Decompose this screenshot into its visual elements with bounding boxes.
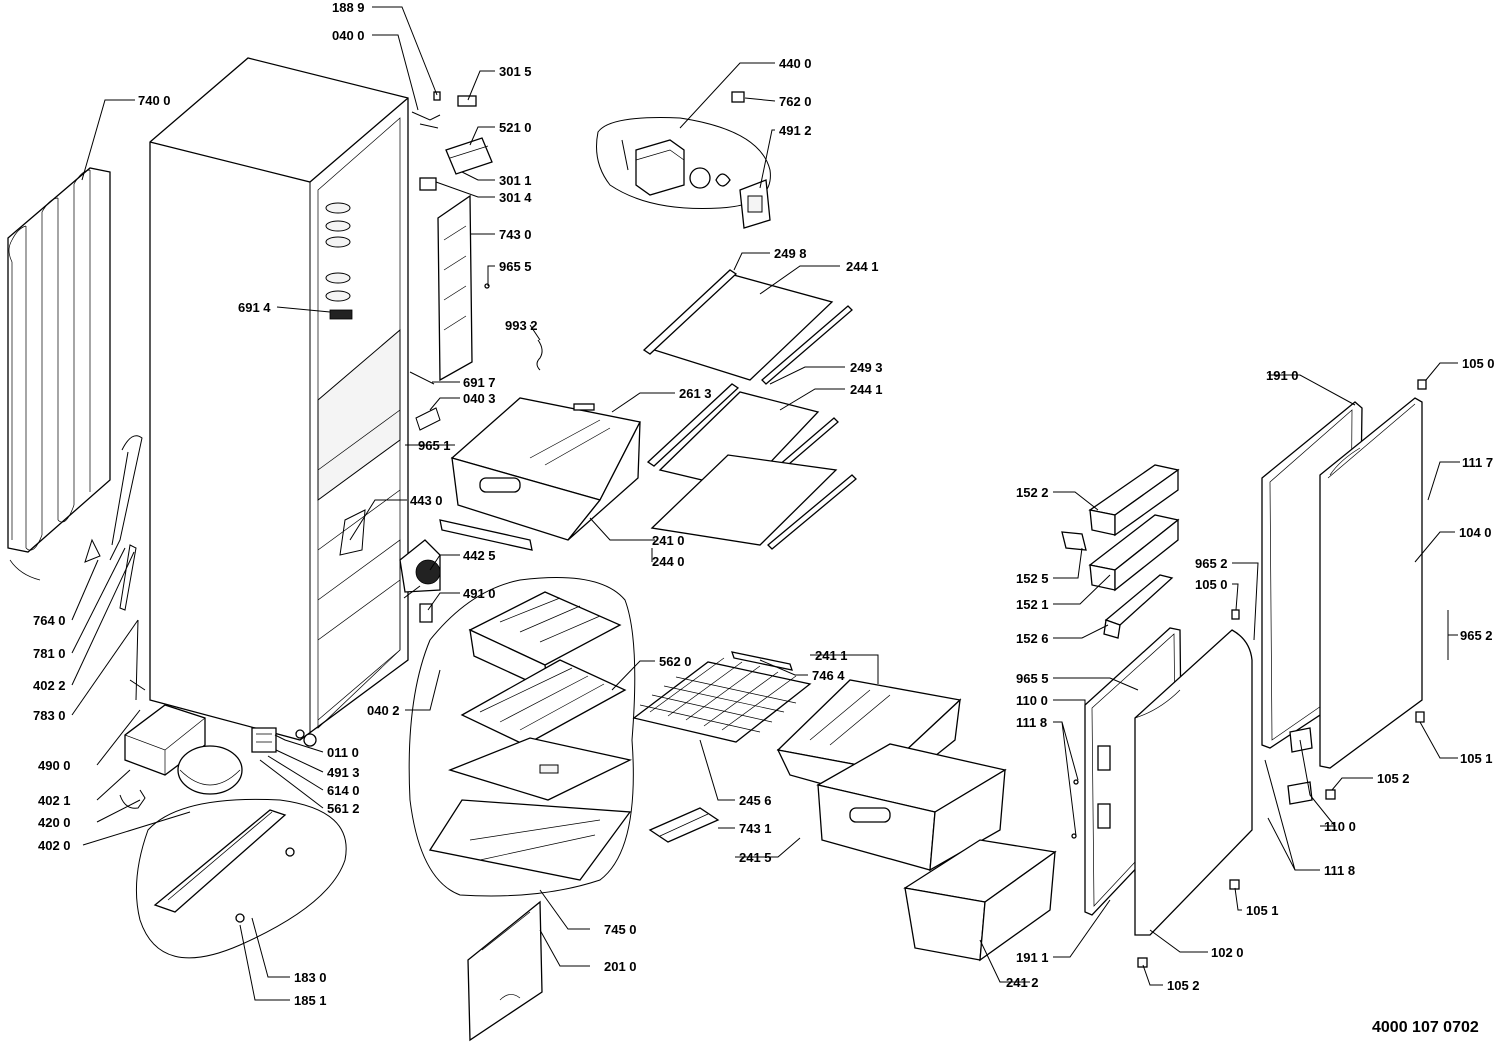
callout-label: 965 5 (499, 259, 532, 274)
callout-label: 442 5 (463, 548, 496, 563)
callout-label: 261 3 (679, 386, 712, 401)
callout-label: 105 1 (1246, 903, 1279, 918)
callout-label: 746 4 (812, 668, 845, 683)
callout-label: 188 9 (332, 0, 365, 15)
callout-label: 402 1 (38, 793, 71, 808)
callout-label: 111 8 (1324, 863, 1355, 878)
callout-label: 249 3 (850, 360, 883, 375)
callout-label: 301 1 (499, 173, 532, 188)
top-small-parts (411, 91, 493, 191)
callout-label: 152 1 (1016, 597, 1049, 612)
callout-label: 965 5 (1016, 671, 1049, 686)
callout-label: 965 2 (1460, 628, 1493, 643)
callout-label: 040 2 (367, 703, 400, 718)
callout-label: 740 0 (138, 93, 171, 108)
callout-label: 185 1 (294, 993, 327, 1008)
evaporator-cover (339, 509, 366, 556)
air-duct-panel (409, 194, 490, 385)
callout-label: 040 3 (463, 391, 496, 406)
callout-label: 561 2 (327, 801, 360, 816)
base-frame-group (135, 798, 347, 959)
callout-label: 562 0 (659, 654, 692, 669)
callout-label: 783 0 (33, 708, 66, 723)
callout-label: 402 0 (38, 838, 71, 853)
callout-label: 105 2 (1167, 978, 1200, 993)
fridge-door-lower (1071, 627, 1253, 936)
door-balconies (1061, 464, 1180, 639)
callout-label: 245 6 (739, 793, 772, 808)
callout-label: 249 8 (774, 246, 807, 261)
fridge-cabinet (149, 57, 409, 747)
drain-tubes (84, 435, 146, 701)
callout-label: 241 5 (739, 850, 772, 865)
callout-label: 244 1 (846, 259, 879, 274)
callout-label: 781 0 (33, 646, 66, 661)
callout-label: 402 2 (33, 678, 66, 693)
callout-label: 105 0 (1195, 577, 1228, 592)
callout-labels: 188 9 040 0 301 5 740 0 521 0 301 1 301 … (33, 0, 1495, 1008)
callout-label: 443 0 (410, 493, 443, 508)
callout-label: 491 0 (463, 586, 496, 601)
callout-label: 491 2 (779, 123, 812, 138)
leader-lines (71, 6, 1460, 1001)
callout-label: 993 2 (505, 318, 538, 333)
callout-label: 743 1 (739, 821, 772, 836)
callout-label: 241 1 (815, 648, 848, 663)
callout-label: 691 7 (463, 375, 496, 390)
callout-label: 191 1 (1016, 950, 1049, 965)
callout-label: 965 2 (1195, 556, 1228, 571)
fan-unit (399, 539, 441, 599)
bottom-cover (467, 900, 543, 1042)
callout-label: 440 0 (779, 56, 812, 71)
callout-label: 301 5 (499, 64, 532, 79)
callout-label: 241 0 (652, 533, 685, 548)
callout-label: 105 2 (1377, 771, 1410, 786)
callout-label: 490 0 (38, 758, 71, 773)
callout-label: 011 0 (327, 745, 359, 760)
callout-label: 241 2 (1006, 975, 1039, 990)
callout-label: 301 4 (499, 190, 532, 205)
callout-label: 965 1 (418, 438, 451, 453)
condenser-coil (7, 167, 111, 581)
callout-label: 102 0 (1211, 945, 1244, 960)
callout-label: 111 8 (1016, 715, 1047, 730)
callout-label: 152 5 (1016, 571, 1049, 586)
duct-cover-small (648, 807, 720, 843)
callout-label: 110 0 (1016, 693, 1048, 708)
glass-shelves (642, 269, 857, 550)
callout-label: 152 2 (1016, 485, 1049, 500)
callout-label: 244 1 (850, 382, 883, 397)
callout-label: 152 6 (1016, 631, 1049, 646)
callout-label: 201 0 (604, 959, 637, 974)
freezer-door-upper (1137, 379, 1427, 968)
callout-label: 191 0 (1266, 368, 1299, 383)
compressor-assembly (119, 704, 277, 809)
callout-label: 105 1 (1460, 751, 1493, 766)
callout-label: 105 0 (1462, 356, 1495, 371)
callout-label: 244 0 (652, 554, 685, 569)
callout-label: 762 0 (779, 94, 812, 109)
callout-label: 111 7 (1462, 455, 1493, 470)
callout-label: 491 3 (327, 765, 360, 780)
freezer-drawers (776, 679, 1057, 962)
callout-label: 691 4 (238, 300, 271, 315)
callout-label: 040 0 (332, 28, 365, 43)
callout-label: 521 0 (499, 120, 532, 135)
freezer-assembly-cloud (408, 577, 636, 897)
fan-assembly-cloud (596, 91, 771, 229)
callout-label: 745 0 (604, 922, 637, 937)
callout-label: 104 0 (1459, 525, 1492, 540)
document-number: 4000 107 0702 (1372, 1019, 1479, 1036)
callout-label: 110 0 (1324, 819, 1356, 834)
callout-label: 764 0 (33, 613, 66, 628)
callout-label: 614 0 (327, 783, 360, 798)
callout-label: 183 0 (294, 970, 327, 985)
callout-label: 420 0 (38, 815, 71, 830)
crisper-drawer-top (439, 397, 641, 551)
callout-label: 743 0 (499, 227, 532, 242)
